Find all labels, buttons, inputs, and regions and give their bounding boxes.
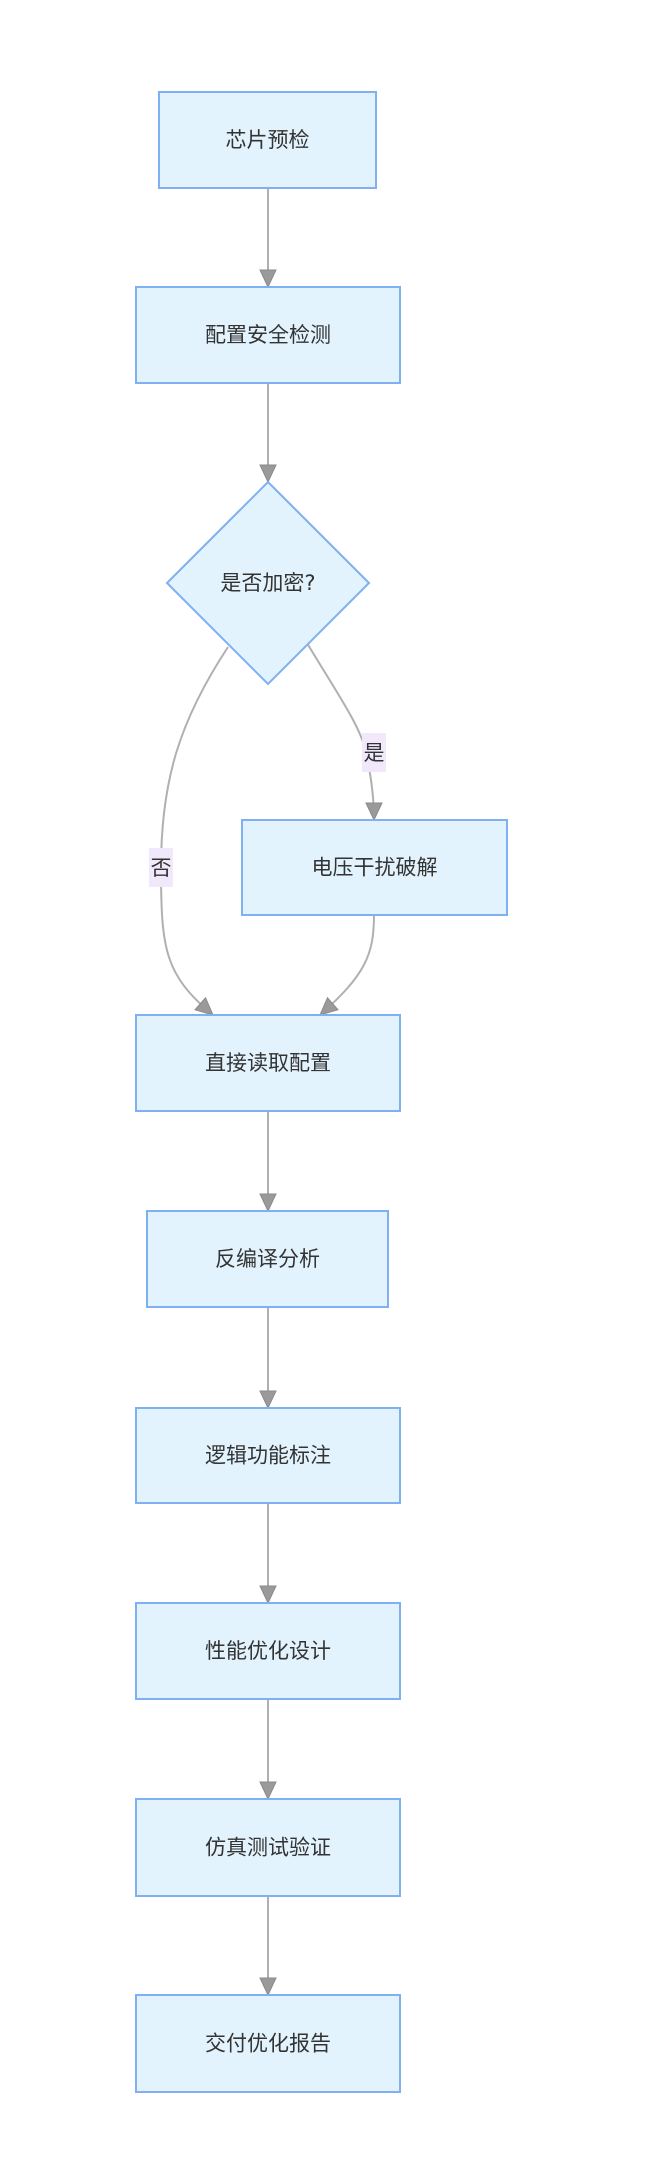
node-security[interactable]: 配置安全检测 (135, 286, 401, 384)
edge-labels-layer: 是否 (149, 733, 386, 887)
decision-diamond (165, 480, 371, 686)
arrowhead-icon (365, 802, 383, 822)
node-label: 逻辑功能标注 (205, 1444, 331, 1468)
node-label: 芯片预检 (226, 128, 310, 152)
edge-line (306, 642, 375, 821)
arrowhead-icon (259, 1585, 277, 1605)
edge-readcfg-to-decompile (259, 1111, 277, 1213)
edge-encrypted-to-readcfg (159, 646, 229, 1016)
edge-line (319, 914, 375, 1016)
node-box (135, 1407, 401, 1504)
edge-glitch-to-readcfg (319, 914, 375, 1016)
edge-encrypted-to-glitch (306, 642, 383, 822)
edge-label-background (362, 733, 386, 772)
arrowhead-icon (259, 1193, 277, 1213)
node-encrypted[interactable]: 是否加密? (165, 480, 371, 686)
arrowhead-icon (194, 996, 214, 1016)
node-box (146, 1210, 389, 1308)
node-box (135, 286, 401, 384)
arrowhead-icon (259, 1977, 277, 1997)
node-decompile[interactable]: 反编译分析 (146, 1210, 389, 1308)
node-box (135, 1994, 401, 2093)
edge-simulate-to-deliver (259, 1896, 277, 1997)
arrowhead-icon (259, 1390, 277, 1410)
edge-optimize-to-simulate (259, 1699, 277, 1801)
node-glitch[interactable]: 电压干扰破解 (241, 819, 508, 916)
node-label: 性能优化设计 (205, 1639, 331, 1663)
node-precheck[interactable]: 芯片预检 (158, 91, 377, 189)
arrowhead-icon (259, 269, 277, 289)
edge-precheck-to-security (259, 188, 277, 289)
edge-security-to-encrypted (259, 383, 277, 484)
edges-layer (159, 188, 383, 1997)
node-readcfg[interactable]: 直接读取配置 (135, 1014, 401, 1112)
node-box (241, 819, 508, 916)
arrowhead-icon (319, 996, 339, 1016)
node-box (135, 1014, 401, 1112)
node-deliver[interactable]: 交付优化报告 (135, 1994, 401, 2093)
edge-decompile-to-annotate (259, 1307, 277, 1410)
node-label: 配置安全检测 (205, 323, 331, 347)
node-label: 交付优化报告 (205, 2032, 331, 2056)
node-label: 电压干扰破解 (312, 856, 438, 880)
arrowhead-icon (259, 464, 277, 484)
node-label: 仿真测试验证 (205, 1836, 331, 1860)
node-box (135, 1602, 401, 1700)
edge-label-background (149, 848, 173, 887)
node-label: 直接读取配置 (205, 1051, 331, 1075)
edge-label-encrypted-to-glitch: 是 (362, 733, 386, 772)
edge-label-encrypted-to-readcfg: 否 (149, 848, 173, 887)
edge-label-text: 否 (151, 856, 172, 880)
node-annotate[interactable]: 逻辑功能标注 (135, 1407, 401, 1504)
node-box (158, 91, 377, 189)
arrowhead-icon (259, 1781, 277, 1801)
node-label: 反编译分析 (215, 1247, 320, 1271)
edge-annotate-to-optimize (259, 1503, 277, 1605)
node-box (135, 1798, 401, 1897)
edge-label-text: 是 (364, 741, 385, 765)
edge-line (159, 646, 229, 1016)
node-optimize[interactable]: 性能优化设计 (135, 1602, 401, 1700)
node-label: 是否加密? (220, 571, 315, 595)
node-simulate[interactable]: 仿真测试验证 (135, 1798, 401, 1897)
